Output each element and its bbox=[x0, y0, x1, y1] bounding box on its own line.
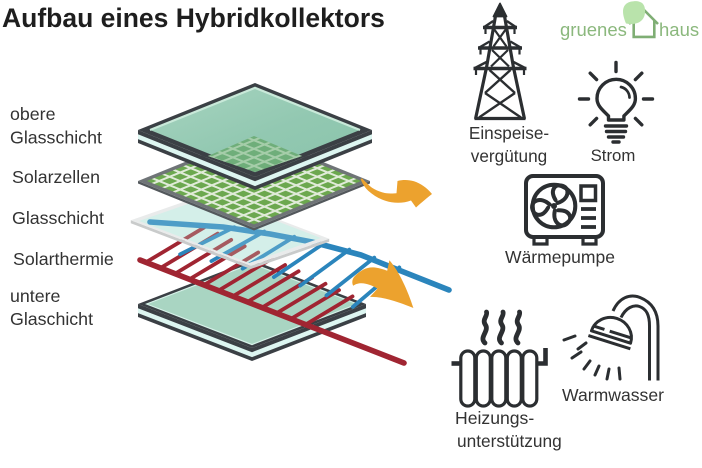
svg-text:untere: untere bbox=[10, 286, 61, 306]
svg-text:obere: obere bbox=[10, 104, 56, 124]
svg-text:Glasschicht: Glasschicht bbox=[12, 208, 104, 228]
svg-text:Glasschicht: Glasschicht bbox=[10, 128, 102, 148]
svg-text:Einspeise-: Einspeise- bbox=[469, 123, 549, 143]
svg-text:Heizungs-: Heizungs- bbox=[455, 408, 534, 428]
svg-text:Solarzellen: Solarzellen bbox=[12, 167, 100, 187]
svg-text:haus: haus bbox=[659, 19, 699, 40]
svg-text:gruenes: gruenes bbox=[560, 19, 627, 40]
svg-text:Warmwasser: Warmwasser bbox=[562, 385, 664, 405]
svg-text:Strom: Strom bbox=[591, 146, 636, 165]
svg-text:Aufbau eines Hybridkollektors: Aufbau eines Hybridkollektors bbox=[2, 3, 385, 33]
svg-text:vergütung: vergütung bbox=[471, 146, 547, 166]
svg-text:Solarthermie: Solarthermie bbox=[13, 249, 114, 269]
svg-text:Glaschicht: Glaschicht bbox=[10, 309, 93, 329]
svg-text:Wärmepumpe: Wärmepumpe bbox=[505, 247, 615, 267]
svg-text:unterstützung: unterstützung bbox=[457, 431, 562, 451]
